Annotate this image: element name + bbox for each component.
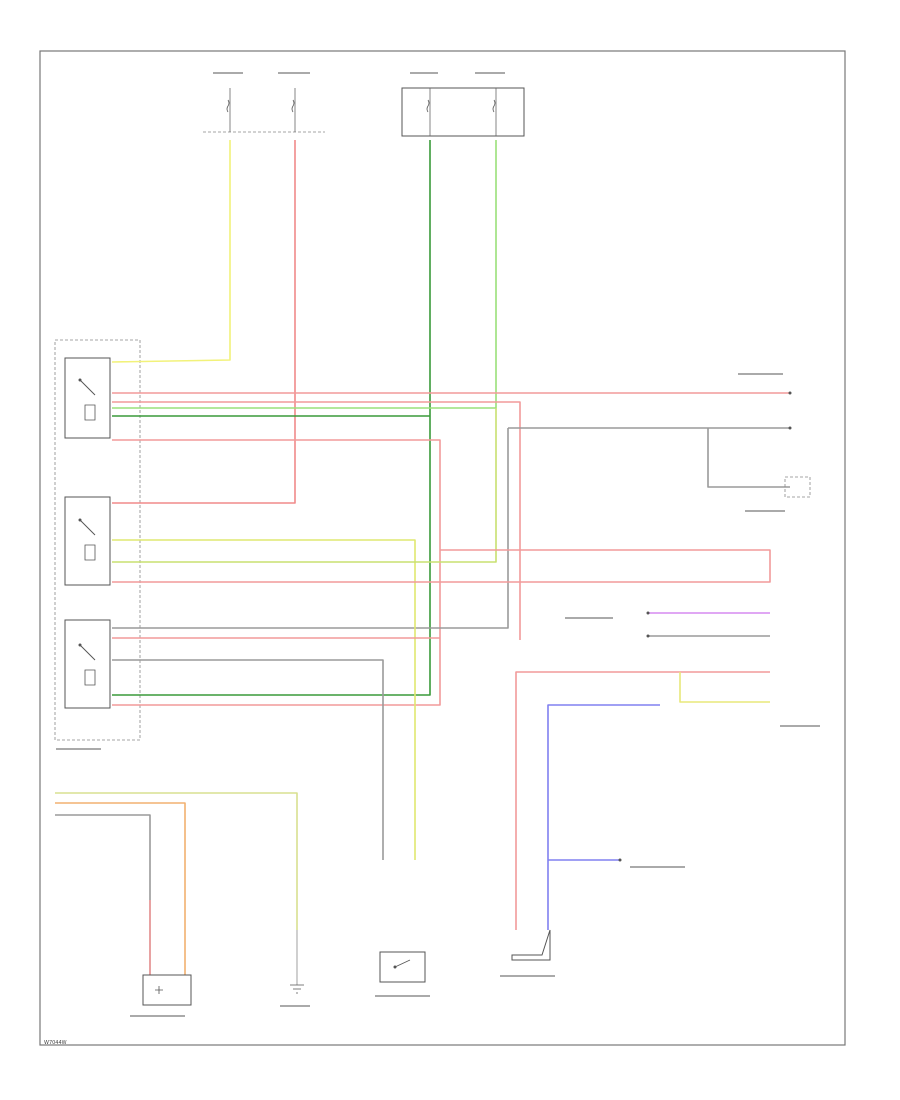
wire-red-3 — [112, 401, 521, 640]
wire-yellow-2 — [112, 539, 416, 860]
fuse-block-right — [401, 87, 525, 137]
wire-gray-6 — [55, 814, 151, 975]
wire-red-4 — [112, 439, 441, 706]
wire-green-1 — [112, 140, 431, 696]
label-marks — [56, 72, 820, 1017]
wire-yellow-1 — [111, 140, 231, 363]
wire-yellowgreen-2 — [55, 792, 298, 930]
wire-red-7 — [515, 671, 770, 930]
fuse-c — [426, 88, 431, 136]
fuse-block-left — [203, 88, 325, 133]
wire-gray-2 — [112, 428, 509, 629]
sensor-right — [511, 929, 551, 961]
wire-orange — [55, 802, 186, 975]
terminal-right — [618, 391, 811, 862]
wire-gray-3 — [707, 428, 790, 488]
ground-mid — [290, 930, 304, 994]
wire-gray-4 — [112, 659, 384, 860]
wire-red-1 — [112, 140, 296, 504]
fuse-b — [291, 88, 296, 132]
wire-lightgreen-1 — [112, 140, 497, 409]
switch-box — [379, 951, 426, 983]
fuse-d — [492, 88, 497, 136]
wire-red-5 — [112, 549, 771, 583]
sensor-left — [142, 974, 192, 1006]
relay-3 — [64, 619, 111, 709]
diagram-frame — [39, 50, 846, 1046]
relay-2 — [64, 496, 111, 586]
wire-yellow-3 — [679, 672, 770, 703]
footer-code: W7044W — [44, 1040, 67, 1046]
fuse-a — [226, 88, 231, 132]
wire-yellowgreen — [112, 408, 497, 563]
relay-1 — [64, 357, 111, 439]
wire-blue — [547, 704, 660, 930]
